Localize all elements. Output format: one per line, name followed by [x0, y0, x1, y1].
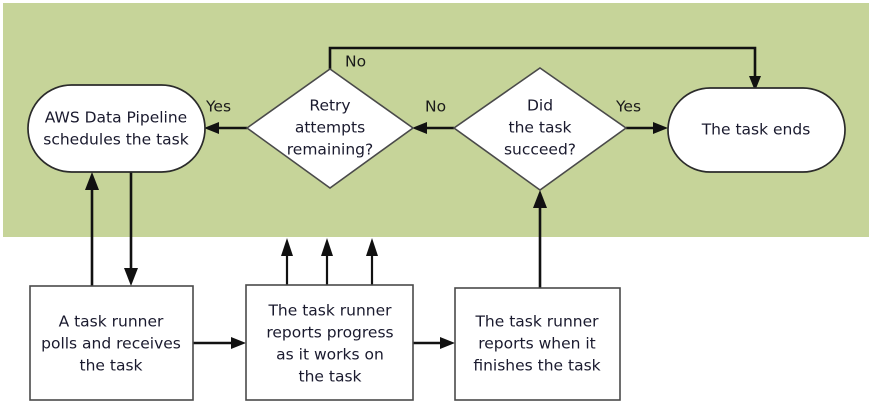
- node-task-runner-polls[interactable]: A task runner polls and receives the tas…: [29, 285, 194, 401]
- node-label-progress-line3: as it works on: [276, 346, 384, 364]
- node-label-progress-line2: reports progress: [266, 324, 393, 342]
- node-label-success-line3: succeed?: [504, 141, 576, 159]
- node-label-schedules-line2: schedules the task: [43, 131, 188, 149]
- edge-progress-to-finishes: [413, 337, 455, 349]
- node-label-task-ends: The task ends: [701, 121, 811, 139]
- edge-polls-to-progress: [193, 337, 246, 349]
- edge-finishes-to-success: [533, 190, 547, 288]
- edge-schedules-to-polls: [124, 172, 138, 286]
- edge-progress-report-3: [366, 238, 378, 285]
- node-label-progress-line4: the task: [299, 368, 362, 386]
- node-did-the-task-succeed[interactable]: Did the task succeed?: [452, 67, 628, 191]
- edge-progress-report-2: [321, 238, 333, 285]
- node-task-runner-reports-finish[interactable]: The task runner reports when it finishes…: [454, 287, 621, 401]
- edge-label-retry-yes: Yes: [205, 98, 231, 116]
- node-retry-attempts-remaining[interactable]: Retry attempts remaining?: [245, 68, 415, 189]
- node-label-success-line2: the task: [509, 119, 572, 137]
- node-label-schedules-line1: AWS Data Pipeline: [45, 109, 187, 127]
- node-label-polls-line2: polls and receives: [41, 335, 181, 353]
- node-label-retry-line3: remaining?: [287, 141, 374, 159]
- node-label-finishes-line2: reports when it: [478, 335, 596, 353]
- node-label-finishes-line3: finishes the task: [473, 357, 600, 375]
- node-task-runner-reports-progress[interactable]: The task runner reports progress as it w…: [245, 284, 414, 401]
- node-label-success-line1: Did: [527, 97, 553, 115]
- edge-polls-to-schedules: [85, 172, 99, 286]
- node-label-polls-line1: A task runner: [59, 313, 164, 331]
- node-aws-data-pipeline-schedules[interactable]: AWS Data Pipeline schedules the task: [27, 84, 206, 173]
- edge-progress-report-1: [281, 238, 293, 285]
- node-label-polls-line3: the task: [80, 357, 143, 375]
- node-the-task-ends[interactable]: The task ends: [667, 87, 846, 173]
- node-label-finishes-line1: The task runner: [474, 313, 599, 331]
- edge-label-success-yes: Yes: [615, 98, 641, 116]
- edge-label-retry-no: No: [345, 53, 366, 71]
- node-label-retry-line1: Retry: [309, 97, 350, 115]
- node-label-retry-line2: attempts: [295, 119, 365, 137]
- edge-success-no: [412, 122, 454, 134]
- edge-label-success-no: No: [425, 98, 446, 116]
- edge-success-yes: [626, 122, 668, 134]
- edge-retry-yes: [204, 122, 247, 134]
- node-label-progress-line1: The task runner: [267, 302, 392, 320]
- edge-retry-no: [328, 46, 761, 91]
